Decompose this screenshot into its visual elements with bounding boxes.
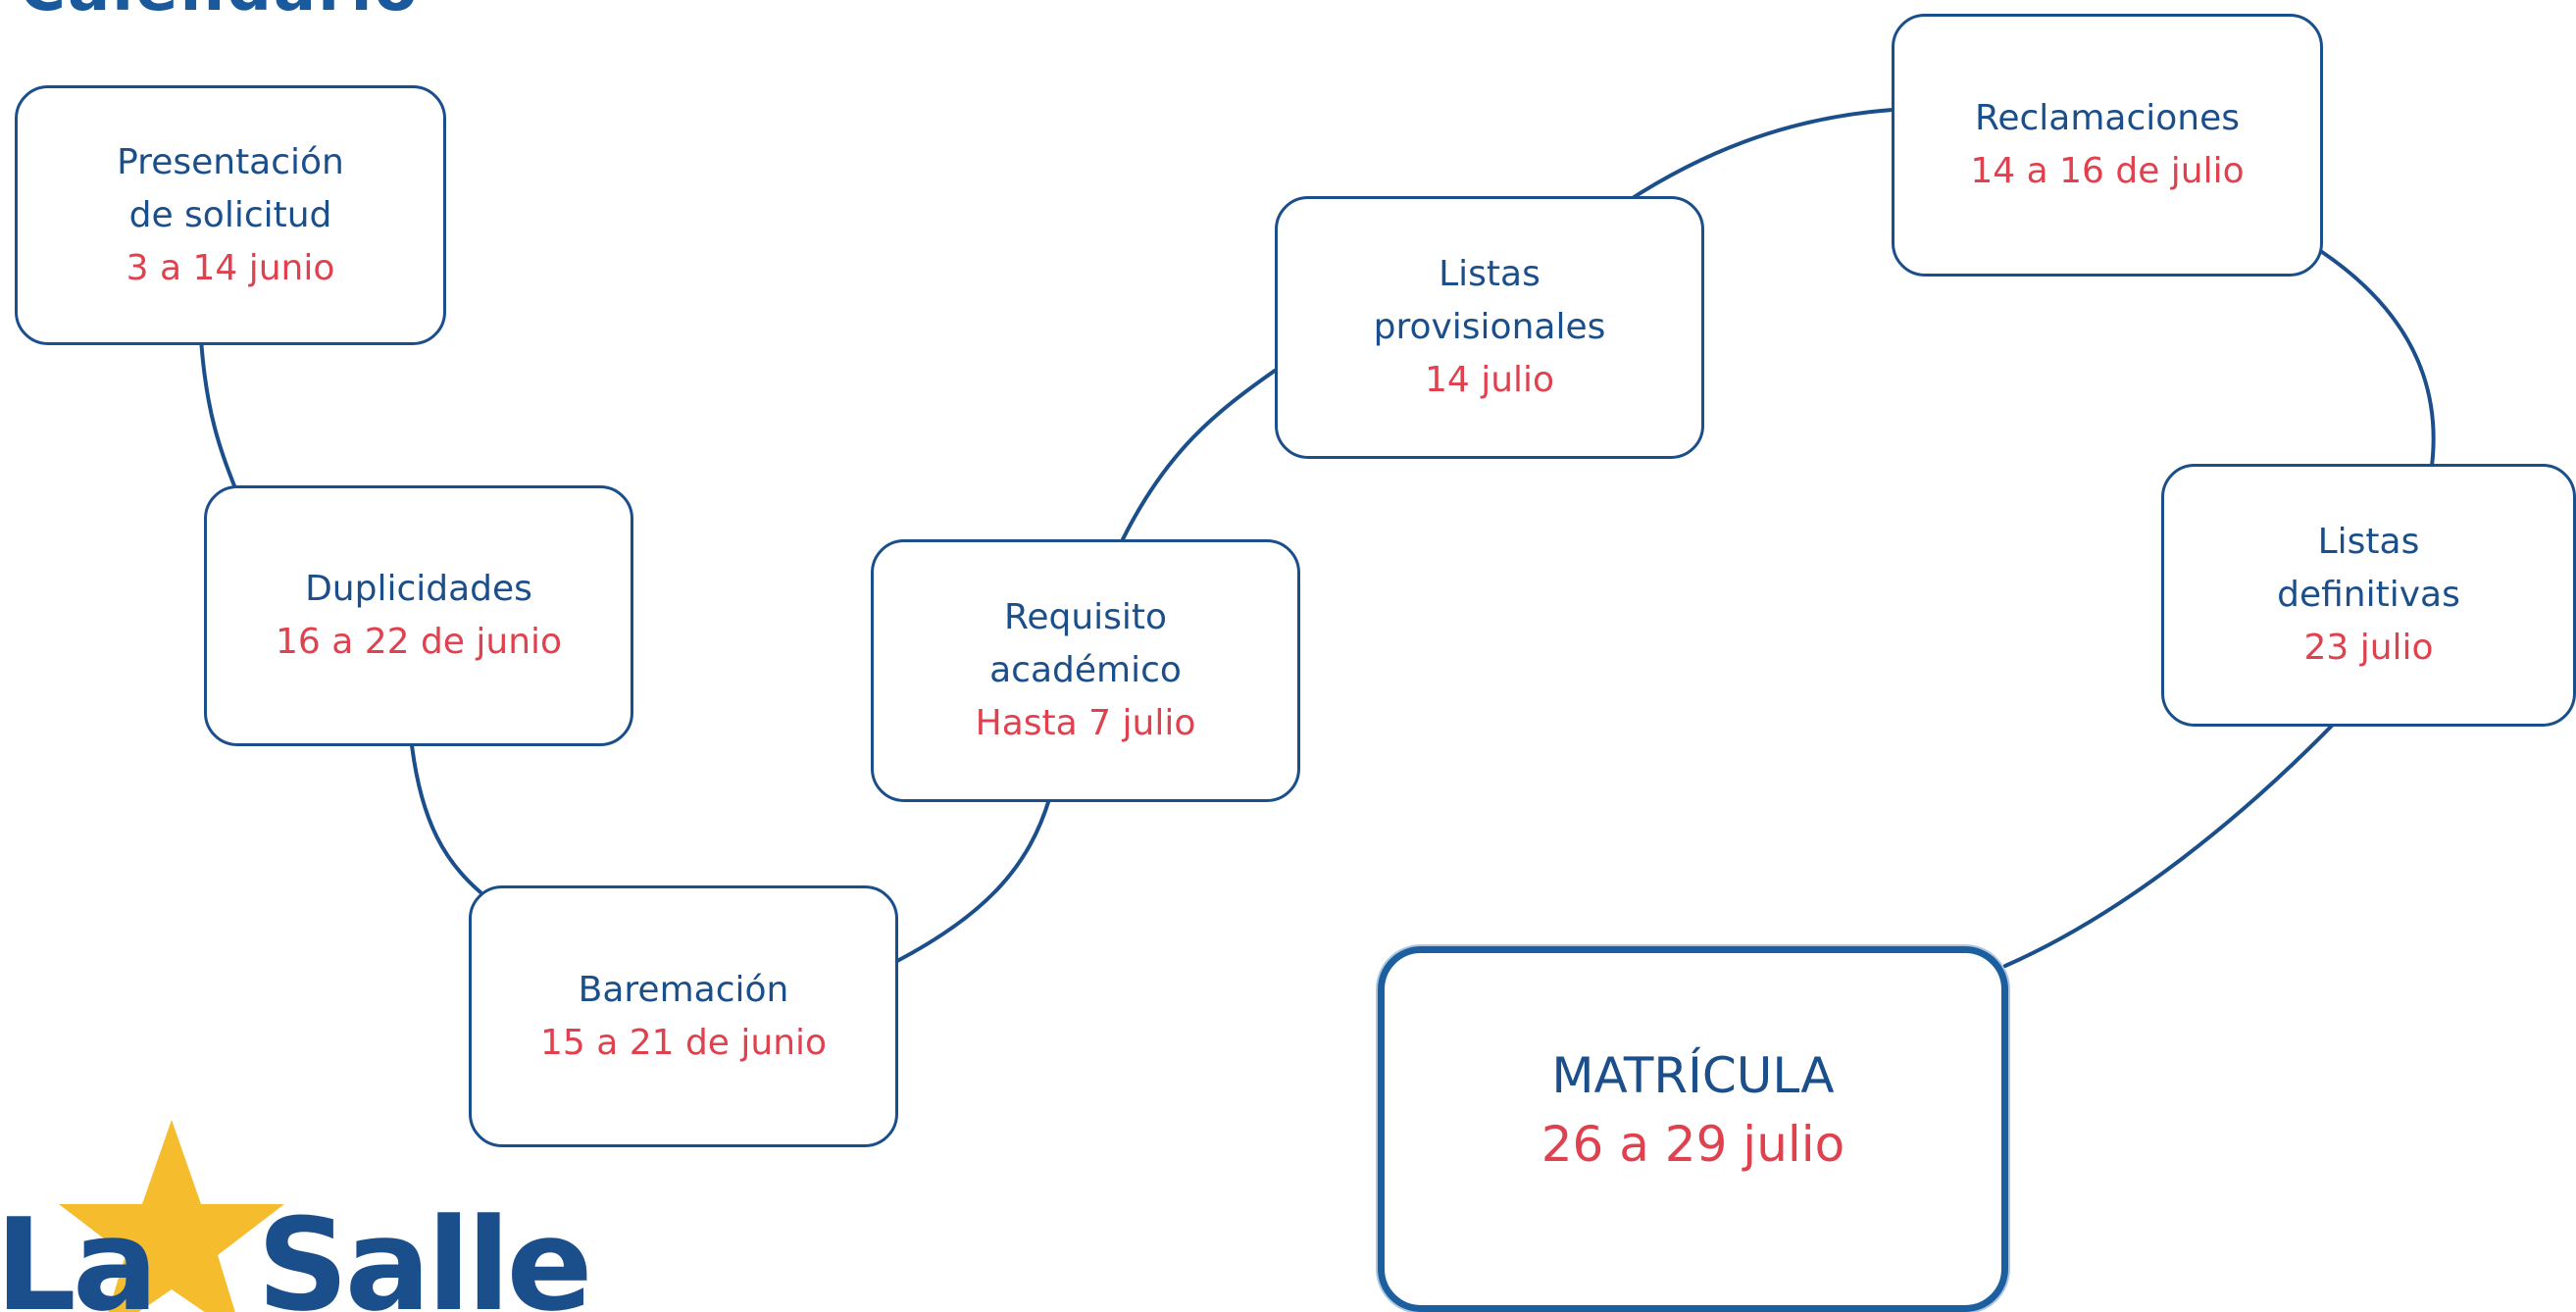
step-label: Reclamaciones (1974, 98, 2241, 138)
step-label: Duplicidades (305, 569, 532, 609)
step-date: 16 a 22 de junio (275, 622, 563, 662)
step-label: Listas provisionales (1373, 254, 1606, 347)
step-date: 3 a 14 junio (126, 247, 335, 288)
step-listas-definitivas: Listas definitivas 23 julio (2161, 464, 2576, 727)
step-label: Listas definitivas (2277, 522, 2460, 615)
connector-1 (199, 336, 237, 490)
step-date: 15 a 21 de junio (539, 1022, 828, 1063)
page-title: Calendario (20, 0, 420, 25)
step-matricula: MATRÍCULA 26 a 29 julio (1378, 946, 2008, 1312)
step-presentacion: Presentación de solicitud 3 a 14 junio (15, 85, 446, 345)
star-icon (59, 1120, 284, 1312)
step-date: 14 a 16 de julio (1970, 151, 2245, 191)
step-label: MATRÍCULA (1551, 1047, 1835, 1104)
connector-2 (410, 743, 482, 894)
connector-3 (895, 797, 1051, 963)
connector-5 (1626, 108, 1894, 203)
connector-7 (2003, 722, 2336, 968)
connector-4 (1121, 369, 1277, 541)
svg-text:La: La (0, 1190, 155, 1312)
connector-6 (2317, 248, 2436, 468)
svg-text:Salle: Salle (257, 1190, 589, 1312)
step-requisito: Requisito académico Hasta 7 julio (871, 539, 1300, 802)
step-label: Baremación (578, 969, 789, 1010)
step-label: Presentación de solicitud (117, 141, 344, 235)
step-date: 23 julio (2303, 628, 2434, 668)
step-date: 26 a 29 julio (1541, 1116, 1845, 1173)
la-salle-logo: La Salle (0, 1120, 593, 1312)
step-date: Hasta 7 julio (975, 703, 1196, 743)
step-listas-provisionales: Listas provisionales 14 julio (1275, 196, 1704, 459)
step-date: 14 julio (1424, 360, 1555, 400)
step-reclamaciones: Reclamaciones 14 a 16 de julio (1892, 14, 2323, 277)
step-baremacion: Baremación 15 a 21 de junio (469, 885, 898, 1147)
step-label: Requisito académico (989, 597, 1182, 690)
step-duplicidades: Duplicidades 16 a 22 de junio (204, 485, 633, 746)
